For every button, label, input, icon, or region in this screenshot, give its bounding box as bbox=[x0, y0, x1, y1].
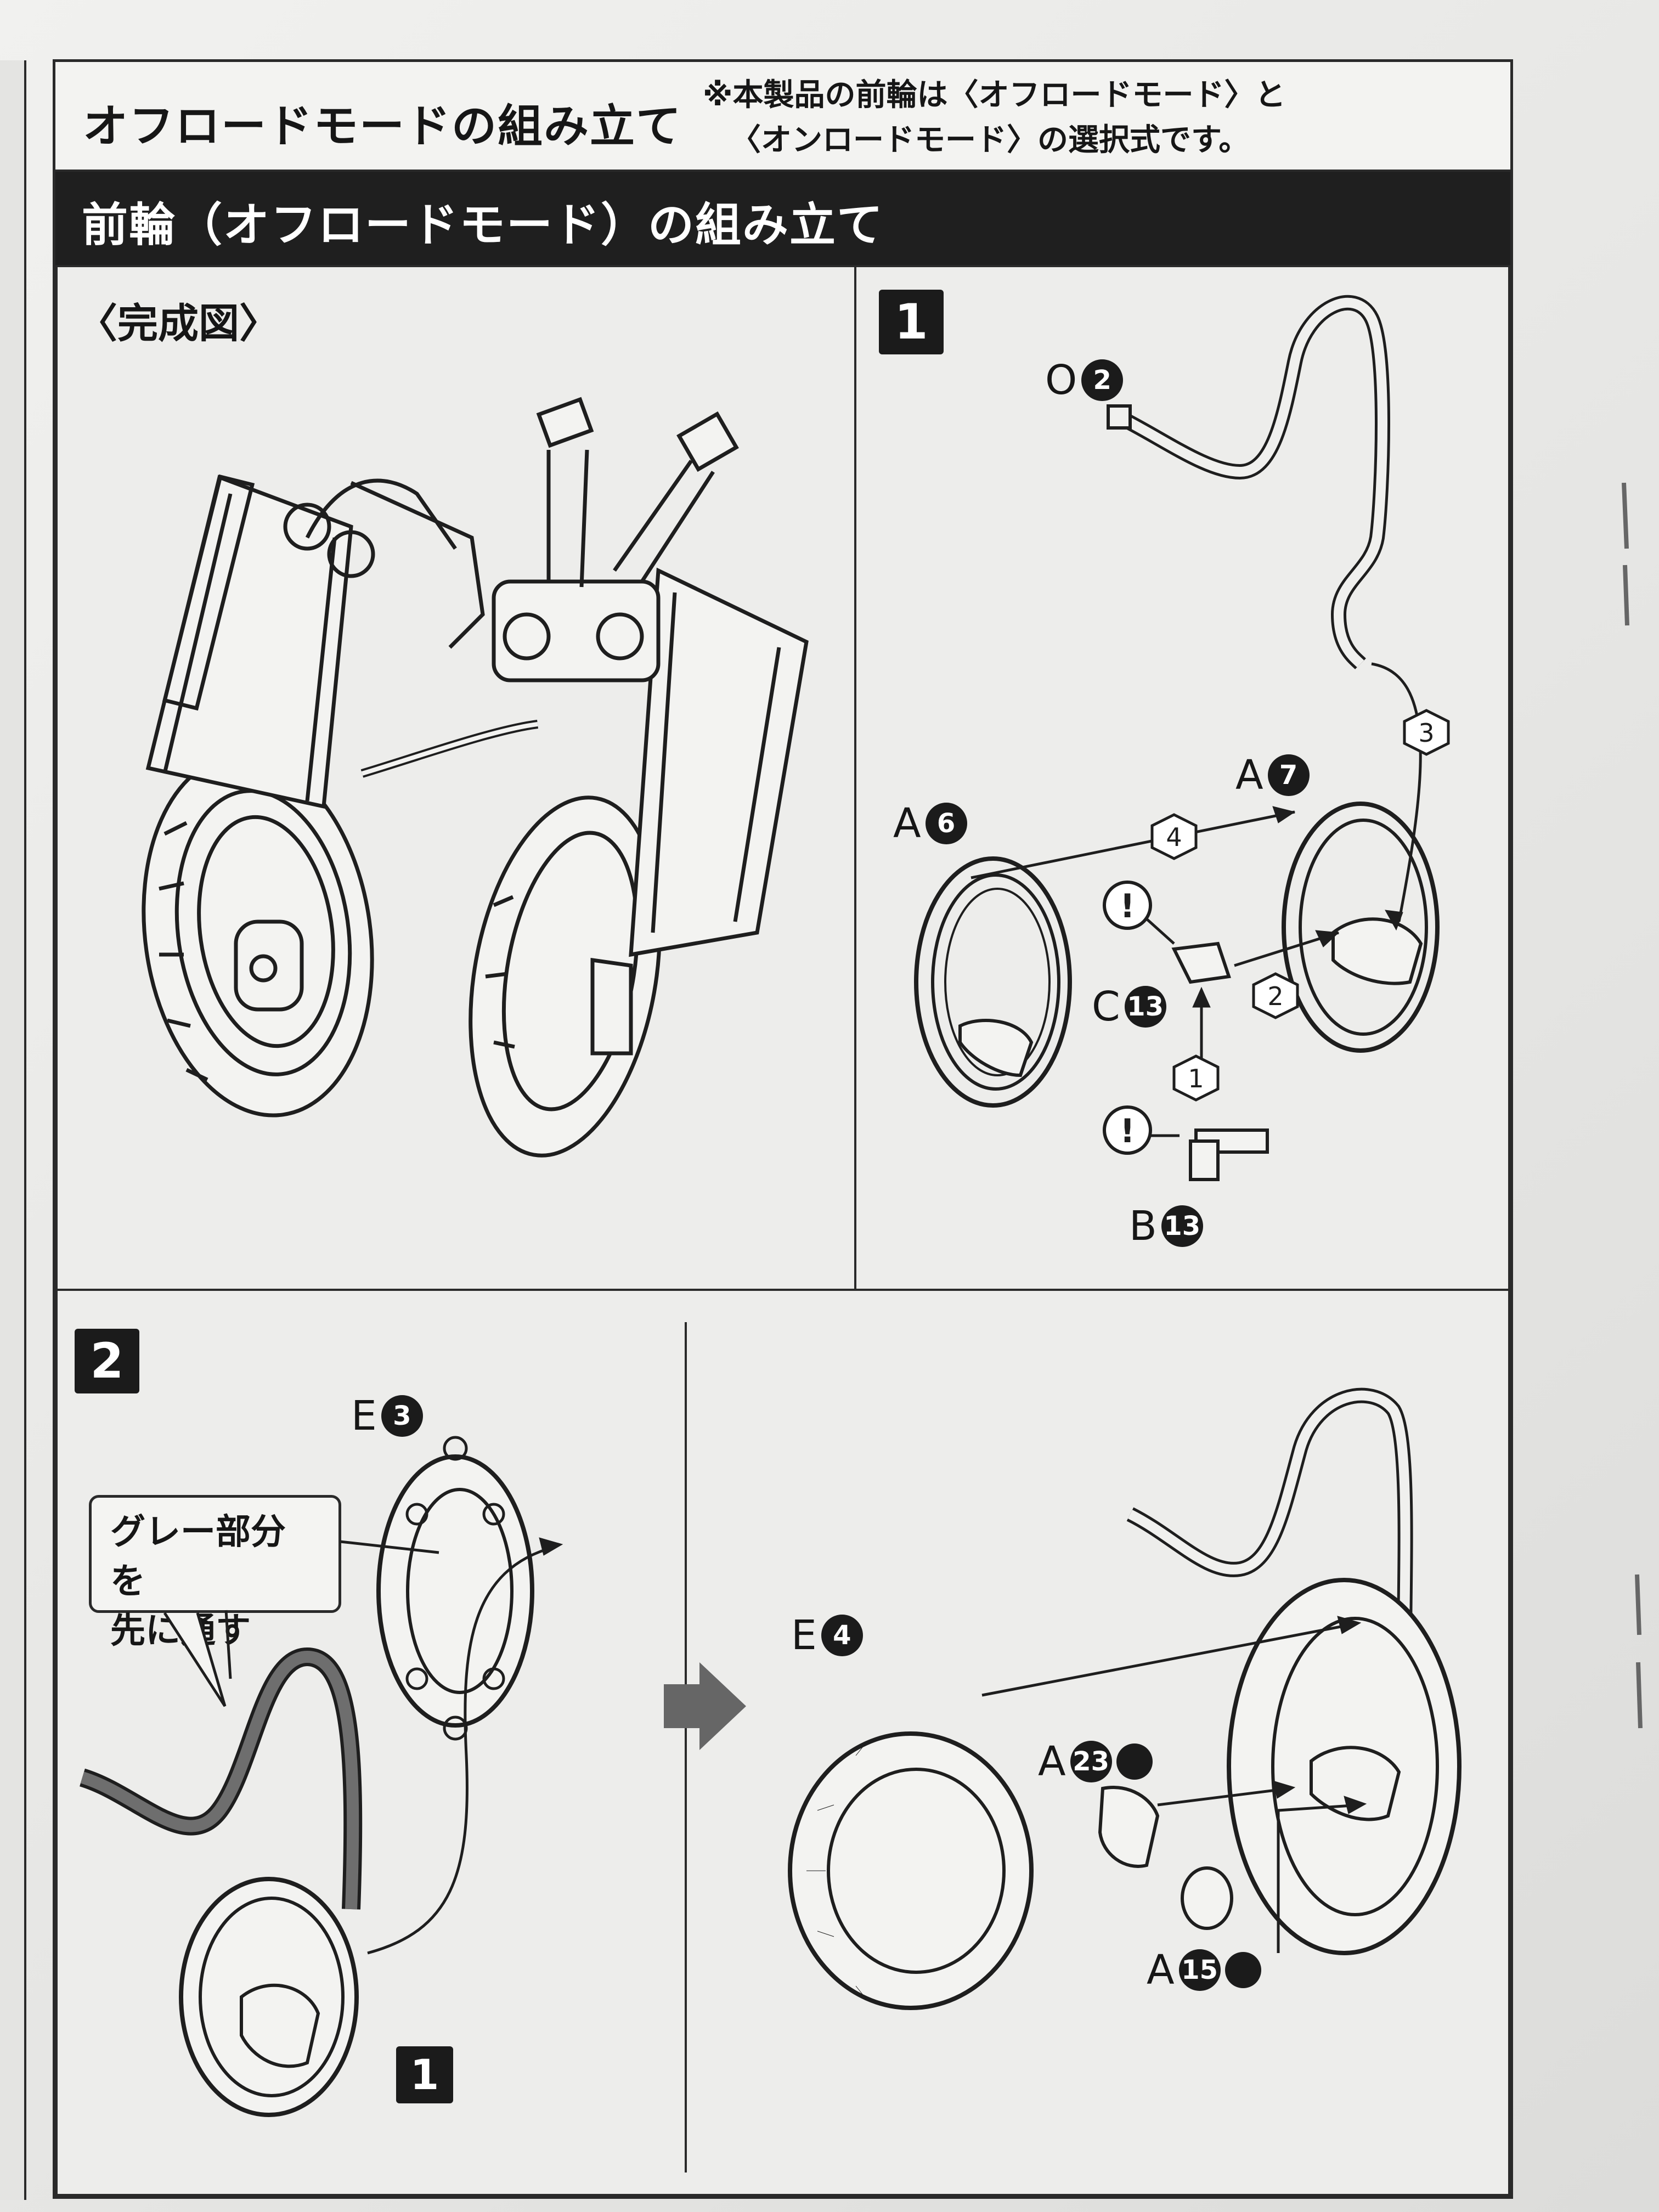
step1-number: 1 bbox=[879, 290, 944, 354]
page-header: オフロードモードの組み立て ※本製品の前輪は〈オフロードモード〉と 〈オンロード… bbox=[55, 62, 1510, 172]
complete-panel bbox=[55, 265, 856, 1291]
callout-line2: 先に通す bbox=[110, 1611, 251, 1651]
page-title: オフロードモードの組み立て bbox=[83, 100, 682, 153]
mode-note: ※本製品の前輪は〈オフロードモード〉と 〈オンロードモード〉の選択式です。 bbox=[703, 73, 1285, 163]
ref-step-number: 1 bbox=[396, 2046, 453, 2103]
complete-label: 〈完成図〉 bbox=[77, 300, 280, 347]
step2-number: 2 bbox=[75, 1329, 139, 1393]
callout-line1: グレー部分を bbox=[110, 1512, 286, 1602]
section-band: 前輪（オフロードモード）の組み立て bbox=[55, 172, 1510, 265]
mode-note-line2: 〈オンロードモード〉の選択式です。 bbox=[730, 122, 1250, 158]
gray-part-callout: グレー部分を 先に通す bbox=[89, 1495, 341, 1651]
cut-mark-icon bbox=[1116, 1743, 1153, 1780]
previous-page-edge bbox=[0, 60, 26, 2200]
mode-note-line1: ※本製品の前輪は〈オフロードモード〉と bbox=[703, 77, 1286, 113]
step1-panel bbox=[854, 265, 1510, 1291]
step2-panel bbox=[55, 1289, 1510, 2196]
cut-mark-icon bbox=[1224, 1952, 1261, 1988]
section-title: 前輪（オフロードモード）の組み立て bbox=[82, 198, 884, 252]
